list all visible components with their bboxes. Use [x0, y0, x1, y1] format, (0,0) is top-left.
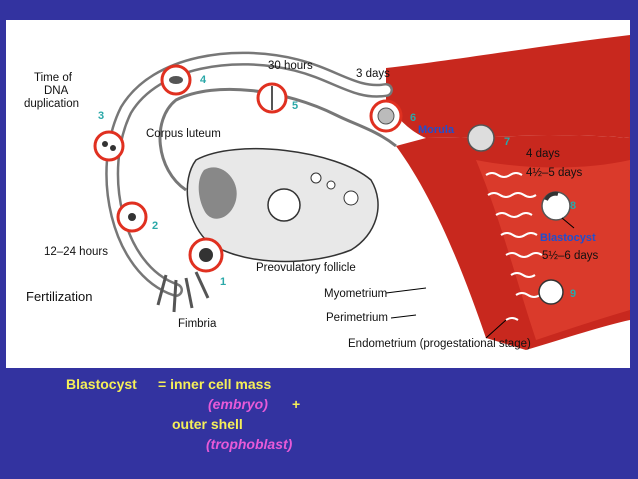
stage-number-6: 6 — [410, 112, 417, 124]
stage-number-9: 9 — [570, 288, 577, 300]
blastocyst-arrow — [561, 217, 575, 229]
label-dna: DNA — [44, 85, 69, 97]
inner-tube-edge — [158, 87, 397, 192]
label-4-5-days: 4½–5 days — [526, 167, 583, 179]
label-fimbria: Fimbria — [178, 318, 217, 330]
label-time-of: Time of — [34, 72, 72, 84]
label-duplication: duplication — [24, 98, 79, 110]
uterine-wall-upper — [386, 35, 630, 138]
perimetrium-pointer — [390, 314, 417, 319]
label-preovulatory-follicle: Preovulatory follicle — [256, 262, 356, 274]
stage-7-morula-late — [467, 124, 495, 152]
label-endometrium: Endometrium (progestational stage) — [348, 338, 531, 350]
endometrium-pointer — [485, 319, 507, 339]
stage-number-7: 7 — [504, 136, 511, 148]
label-fertilization: Fertilization — [26, 289, 93, 304]
stage-number-2: 2 — [152, 220, 159, 232]
label-3-days: 3 days — [356, 68, 390, 80]
stage-number-8: 8 — [570, 200, 577, 212]
stage-number-3: 3 — [98, 110, 105, 122]
label-perimetrium: Perimetrium — [326, 312, 388, 324]
stage-number-5: 5 — [292, 100, 299, 112]
label-30-hours: 30 hours — [268, 60, 313, 72]
follicle-medium — [343, 190, 359, 206]
stage-5-four-cell — [256, 82, 288, 114]
follicle-small — [310, 172, 322, 184]
caption-embryo: (embryo) — [208, 396, 268, 412]
label-5-6-days: 5½–6 days — [542, 250, 599, 262]
caption-inner-cell-mass: = inner cell mass — [158, 376, 272, 392]
stage-6-morula — [369, 99, 403, 133]
corpus-luteum-shape — [198, 167, 237, 219]
label-myometrium: Myometrium — [324, 288, 388, 300]
caption: Blastocyst = inner cell mass (embryo) + … — [0, 374, 638, 479]
stage-1-oocyte — [188, 237, 224, 273]
reproductive-tract-diagram — [93, 35, 630, 350]
diagram-panel: Time of DNA duplication 30 hours 3 days … — [6, 20, 630, 368]
stage-9-implantation — [538, 279, 564, 305]
caption-trophoblast: (trophoblast) — [206, 436, 293, 452]
label-blastocyst: Blastocyst — [540, 232, 596, 244]
endometrium-layer — [476, 160, 630, 340]
endometrium-glands — [485, 172, 543, 321]
label-4-days: 4 days — [526, 148, 560, 160]
stage-number-4: 4 — [200, 74, 207, 86]
stage-8-blastocyst — [541, 191, 571, 221]
caption-outer-shell: outer shell — [172, 416, 243, 432]
stage-4-two-cell — [160, 64, 192, 96]
label-corpus-luteum: Corpus luteum — [146, 128, 221, 140]
stage-number-1: 1 — [220, 276, 227, 288]
label-morula: Morula — [418, 124, 455, 136]
follicle-small-2 — [326, 180, 336, 190]
label-12-24-hours: 12–24 hours — [44, 246, 108, 258]
stage-2-fertilization — [116, 201, 148, 233]
stage-3-zygote — [93, 130, 125, 162]
caption-plus: + — [292, 396, 301, 412]
fimbria-shape — [156, 271, 210, 313]
caption-term: Blastocyst — [66, 376, 137, 392]
preovulatory-follicle-shape — [267, 188, 301, 222]
myometrium-pointer — [385, 287, 427, 294]
